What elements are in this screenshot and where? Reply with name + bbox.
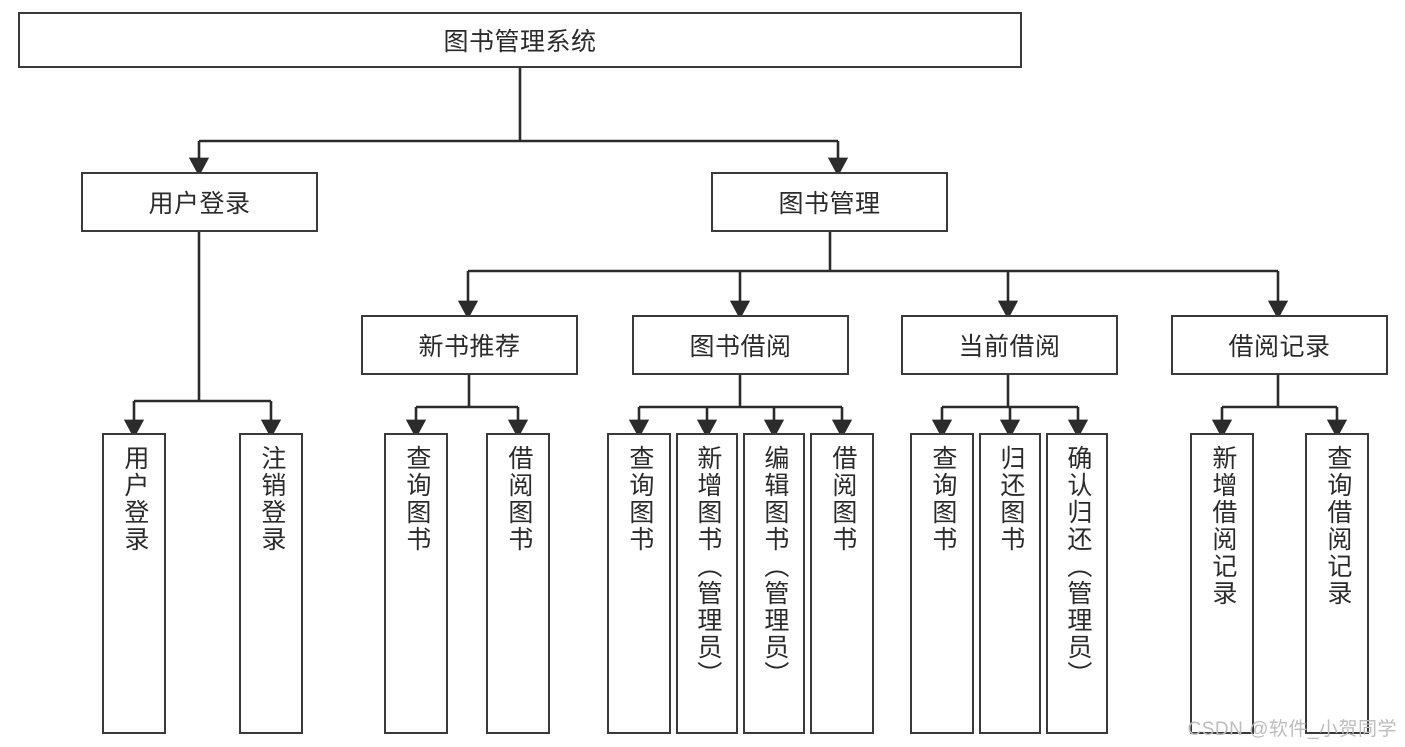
leaf-newbook-query-book-label: 查询图书: [402, 445, 431, 553]
leaf-current-return-book-label: 归还图书: [996, 445, 1025, 553]
node-root-label: 图书管理系统: [443, 28, 597, 56]
leaf-newbook-query-book[interactable]: 查询图书: [384, 433, 448, 734]
node-new-book-recommend[interactable]: 新书推荐: [361, 315, 578, 375]
leaf-logout-login[interactable]: 注销登录: [239, 433, 303, 734]
leaf-borrow-borrow-book[interactable]: 借阅图书: [810, 433, 874, 734]
node-new-book-recommend-label: 新书推荐: [418, 333, 521, 361]
leaf-current-return-book[interactable]: 归还图书: [979, 433, 1041, 734]
node-book-borrow-label: 图书借阅: [689, 333, 792, 361]
node-current-borrow-label: 当前借阅: [958, 333, 1061, 361]
csdn-watermark: CSDN @软件_小贺同学: [1187, 719, 1397, 740]
leaf-current-confirm-return-admin[interactable]: 确认归还（管理员）: [1046, 433, 1108, 734]
leaf-borrow-edit-book-admin[interactable]: 编辑图书（管理员）: [743, 433, 805, 734]
node-user-login-label: 用户登录: [148, 190, 251, 218]
leaf-user-login[interactable]: 用户登录: [102, 433, 166, 734]
leaf-newbook-borrow-book-label: 借阅图书: [504, 445, 533, 553]
node-current-borrow[interactable]: 当前借阅: [901, 315, 1118, 375]
leaf-borrow-add-book-admin-label: 新增图书（管理员）: [693, 445, 722, 688]
leaf-current-confirm-return-admin-label: 确认归还（管理员）: [1063, 445, 1092, 688]
node-borrow-record[interactable]: 借阅记录: [1171, 315, 1388, 375]
leaf-record-add-record-label: 新增借阅记录: [1208, 445, 1237, 607]
leaf-record-query-record-label: 查询借阅记录: [1323, 445, 1352, 607]
leaf-borrow-query-book-label: 查询图书: [625, 445, 654, 553]
leaf-record-query-record[interactable]: 查询借阅记录: [1305, 433, 1369, 734]
leaf-user-login-label: 用户登录: [120, 445, 149, 553]
leaf-logout-login-label: 注销登录: [257, 445, 286, 553]
leaf-current-query-book[interactable]: 查询图书: [910, 433, 974, 734]
node-book-management-label: 图书管理: [778, 190, 881, 218]
leaf-borrow-add-book-admin[interactable]: 新增图书（管理员）: [676, 433, 738, 734]
node-user-login[interactable]: 用户登录: [81, 172, 318, 232]
leaf-current-query-book-label: 查询图书: [928, 445, 957, 553]
leaf-newbook-borrow-book[interactable]: 借阅图书: [486, 433, 550, 734]
leaf-record-add-record[interactable]: 新增借阅记录: [1190, 433, 1254, 734]
node-book-management[interactable]: 图书管理: [711, 172, 948, 232]
node-borrow-record-label: 借阅记录: [1228, 333, 1331, 361]
leaf-borrow-query-book[interactable]: 查询图书: [607, 433, 671, 734]
node-book-borrow[interactable]: 图书借阅: [632, 315, 849, 375]
leaf-borrow-borrow-book-label: 借阅图书: [828, 445, 857, 553]
leaf-borrow-edit-book-admin-label: 编辑图书（管理员）: [760, 445, 789, 688]
node-root[interactable]: 图书管理系统: [18, 12, 1022, 68]
